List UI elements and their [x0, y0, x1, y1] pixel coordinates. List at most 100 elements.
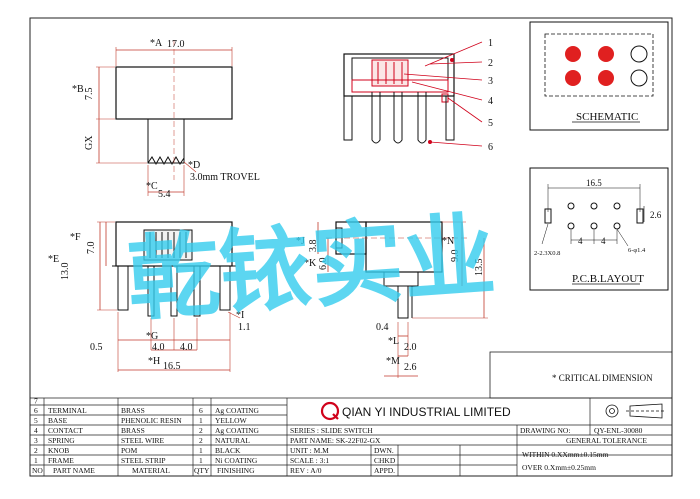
bom-header-no: NO: [32, 466, 43, 475]
dim-d-label: *D: [188, 160, 200, 171]
schematic-contact-1: [565, 46, 581, 62]
pcb-dim-26: 2.6: [650, 210, 662, 220]
dim-k-value: 6.0: [318, 258, 329, 271]
dim-h-label: *H: [148, 356, 160, 367]
bom-row-4-material: BRASS: [121, 426, 145, 435]
dim-04: 0.4: [376, 322, 389, 333]
drawing-no: QY-ENL-30080: [594, 426, 643, 435]
pcb-dim-165: 16.5: [586, 178, 602, 188]
dim-e-value: 13.0: [60, 263, 71, 281]
schematic-title: SCHEMATIC: [576, 111, 638, 123]
bom-row-6-finish: Ag COATING: [215, 406, 260, 415]
dim-f-label: *F: [70, 232, 81, 243]
unit-label: UNIT : M.M: [290, 446, 329, 455]
bom-row-6-part: TERMINAL: [48, 406, 87, 415]
bom-row-4-finish: Ag COATING: [215, 426, 260, 435]
bom-row-5-part: BASE: [48, 416, 68, 425]
callout-4: 4: [488, 96, 493, 107]
bom-row-4-part: CONTACT: [48, 426, 83, 435]
schematic-contact-4: [565, 70, 581, 86]
pcb-title: P.C.B.LAYOUT: [572, 273, 644, 285]
title-block: [30, 397, 672, 476]
pcb-dim-4b: 4: [601, 236, 606, 246]
series-label: SERIES : SLIDE SWITCH: [290, 426, 373, 435]
part-name-label: PART NAME: SK-22F02-GX: [290, 436, 381, 445]
dim-n-label: *N: [442, 236, 454, 247]
projection-symbol: [605, 403, 666, 419]
dim-a-label: *A: [150, 38, 163, 49]
side-view: [317, 221, 488, 378]
pcb-hole-note: 6-φ1.4: [628, 247, 646, 254]
dim-m-label: *M: [386, 356, 400, 367]
rev-label: REV : A/0: [290, 466, 322, 475]
bom-row-5-no: 5: [34, 416, 38, 425]
callout-6: 6: [488, 142, 493, 153]
bom-row-1-material: STEEL STRIP: [121, 456, 166, 465]
company-logo: [320, 401, 340, 421]
schematic-panel: [529, 21, 669, 131]
dim-i-label: *I: [236, 310, 244, 321]
dim-b-label: *B: [72, 84, 84, 95]
assembly-section-view: [343, 41, 483, 147]
dim-f-value: 7.0: [86, 242, 97, 255]
company-name: QIAN YI INDUSTRIAL LIMITED: [342, 405, 511, 419]
dim-i-value: 1.1: [238, 322, 251, 333]
front-view: [97, 221, 241, 372]
bom-row-1-finish: Ni COATING: [215, 456, 258, 465]
bom-row-2-no: 2: [34, 446, 38, 455]
bom-row-4-qty: 2: [199, 426, 203, 435]
dim-a-value: 17.0: [167, 39, 185, 50]
schematic-contact-5: [598, 70, 614, 86]
bom-row-3-no: 3: [34, 436, 38, 445]
bom-row-2-material: POM: [121, 446, 138, 455]
bom-header-qty: QTY: [194, 466, 210, 475]
dim-135: 13.5: [474, 259, 485, 277]
bom-row-3-finish: NATURAL: [215, 436, 250, 445]
dim-05: 0.5: [90, 342, 103, 353]
schematic-contact-6: [630, 69, 648, 87]
pcb-layout-panel: [529, 167, 669, 291]
bom-row-2-finish: BLACK: [215, 446, 241, 455]
callout-2: 2: [488, 58, 493, 69]
dim-e-label: *E: [48, 254, 59, 265]
bom-row-5-material: PHENOLIC RESIN: [121, 416, 182, 425]
dim-h-value: 16.5: [163, 361, 181, 372]
dim-k-label: *K: [304, 258, 317, 269]
dim-c-label: *C: [146, 181, 158, 192]
pcb-slot-note: 2-2.3X0.8: [534, 250, 560, 257]
bom-row-1-no: 1: [34, 456, 38, 465]
bom-row-6-qty: 6: [199, 406, 203, 415]
bom-row-3-part: SPRING: [48, 436, 75, 445]
bom-row-1-part: FRAME: [48, 456, 74, 465]
dim-n-value: 9.0: [450, 250, 461, 263]
scale-label: SCALE : 3:1: [290, 456, 329, 465]
dim-g-value-2: 4.0: [180, 342, 193, 353]
critical-note: * CRITICAL DIMENSION: [552, 373, 653, 383]
bom-row-3-material: STEEL WIRE: [121, 436, 165, 445]
bom-row-3-qty: 2: [199, 436, 203, 445]
general-tolerance: GENERAL TOLERANCE: [566, 436, 647, 445]
bom-header-material: MATERIAL: [132, 466, 170, 475]
schematic-contact-2: [598, 46, 614, 62]
dim-g-label: *G: [146, 331, 158, 342]
appd-label: APPD.: [374, 466, 395, 475]
bom-row-7-no: 7: [34, 397, 38, 406]
dim-g-value-1: 4.0: [152, 342, 165, 353]
schematic-contact-3: [630, 45, 648, 63]
callout-1: 1: [488, 38, 493, 49]
dim-b-value: 7.5: [84, 88, 95, 101]
dim-m-value: 2.6: [404, 362, 417, 373]
bom-row-6-no: 6: [34, 406, 38, 415]
watermark: 乾铱实业: [124, 202, 499, 334]
bom-row-4-no: 4: [34, 426, 38, 435]
dim-gx: GX: [84, 135, 95, 150]
dim-l-label: *L: [388, 336, 399, 347]
bom-header-finish: FINISHING: [217, 466, 255, 475]
bom-row-5-finish: YELLOW: [215, 416, 248, 425]
dim-l-value: 2.0: [404, 342, 417, 353]
top-view: [96, 40, 233, 196]
chkd-label: CHKD: [374, 456, 396, 465]
tolerance-over: OVER 0.Xmm±0.25mm: [522, 463, 596, 472]
